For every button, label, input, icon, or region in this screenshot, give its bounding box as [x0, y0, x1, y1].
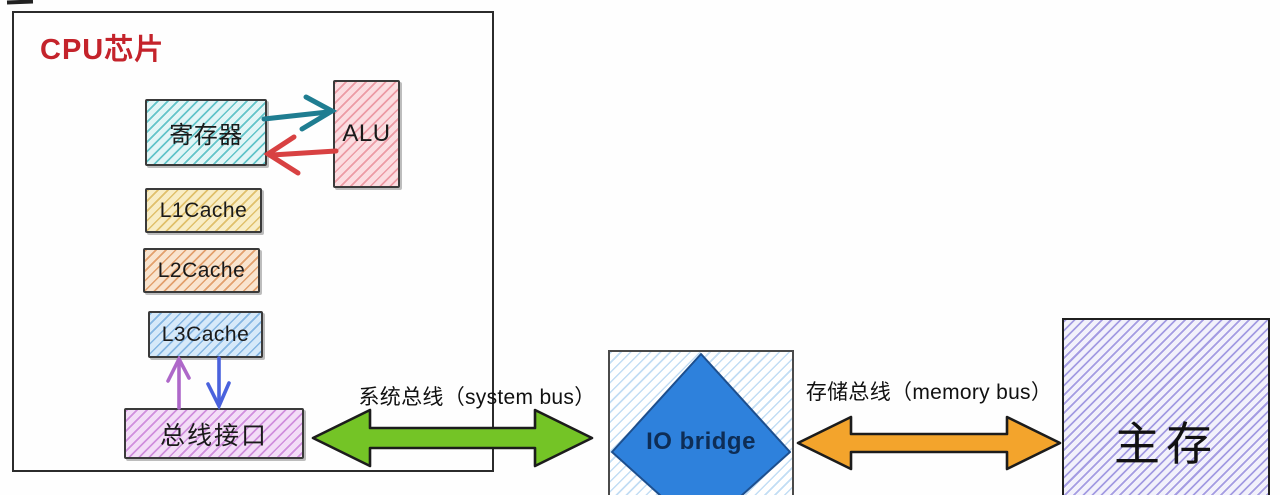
- alu-label: ALU: [342, 120, 391, 147]
- system-bus-label: 系统总线（system bus）: [358, 386, 596, 409]
- register-node: 寄存器: [145, 99, 267, 166]
- l2-cache-label: L2Cache: [157, 258, 246, 282]
- io-bridge-node: IO bridge: [608, 350, 794, 495]
- memory-bus-label: 存储总线（memory bus）: [805, 381, 1053, 404]
- memory-bus-arrow: [796, 415, 1062, 471]
- alu-to-register-arrow: [263, 134, 339, 176]
- bus-interface-node: 总线接口: [124, 408, 304, 459]
- alu-node: ALU: [333, 80, 400, 188]
- bus-interface-to-l3-arrow: [166, 356, 191, 410]
- main-memory-label: 主存: [1114, 418, 1218, 470]
- cpu-chip-box: [12, 11, 494, 472]
- main-memory-node: 主存: [1062, 318, 1270, 495]
- l3-cache-label: L3Cache: [161, 322, 250, 346]
- l2-cache-node: L2Cache: [143, 248, 260, 293]
- io-bridge-label: IO bridge: [646, 428, 756, 455]
- l3-to-bus-interface-arrow: [206, 356, 231, 410]
- l1-cache-node: L1Cache: [145, 188, 262, 233]
- register-label: 寄存器: [169, 122, 243, 149]
- system-bus-arrow: [311, 408, 594, 468]
- register-to-alu-arrow: [261, 94, 338, 132]
- io-bridge-diamond: [611, 353, 791, 495]
- sketch-stroke: [6, 0, 34, 5]
- bus-interface-label: 总线接口: [159, 421, 268, 450]
- cpu-chip-title: CPU芯片: [40, 34, 165, 66]
- l3-cache-node: L3Cache: [148, 311, 263, 358]
- l1-cache-label: L1Cache: [159, 198, 248, 222]
